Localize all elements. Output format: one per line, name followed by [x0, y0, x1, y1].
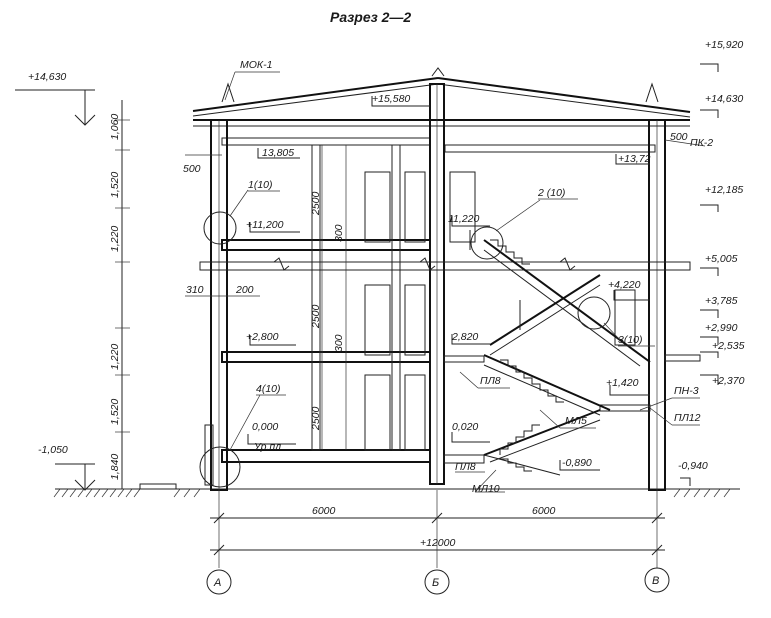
level-mark: +11,200: [246, 219, 284, 231]
ground-line: [53, 483, 740, 498]
small-dim: 500: [670, 131, 688, 143]
element-label: ПЛ12: [674, 412, 701, 424]
storey-dim: 2500: [310, 304, 322, 329]
level-mark: Ур.пл: [253, 441, 281, 453]
level-mark: -0,890: [562, 457, 592, 469]
level-mark: 13,805: [262, 147, 294, 159]
span-dim: 6000: [532, 505, 556, 517]
horizontal-dimension-chain: [210, 490, 665, 568]
vertical-dim: 1,220: [109, 226, 121, 252]
floor-slabs: [199, 239, 691, 464]
detail-callout: 4(10): [256, 383, 281, 395]
wall-axis-b: [429, 83, 445, 485]
level-mark: -1,050: [38, 444, 68, 456]
vertical-dim: 1,220: [109, 344, 121, 370]
right-level-ticks: [680, 63, 719, 486]
level-mark: +4,220: [608, 279, 641, 291]
detail-callout: 1(10): [248, 179, 273, 191]
level-mark: 0,000: [252, 421, 278, 433]
interior-partitions: [311, 144, 636, 451]
detail-callout: 3(10): [618, 334, 643, 346]
level-mark: +2,990: [705, 322, 738, 334]
level-mark: 2,820: [451, 331, 478, 343]
stair-flights: [469, 230, 651, 476]
break-lines: [273, 257, 576, 271]
axis-bubbles: [206, 567, 670, 595]
level-mark: 0,020: [452, 421, 478, 433]
storey-dim: 2500: [310, 191, 322, 216]
detail-circles: [199, 189, 621, 488]
level-mark: +2,535: [712, 340, 745, 352]
level-mark: +5,005: [705, 253, 738, 265]
element-leaders: [224, 71, 706, 493]
left-dimension-chain: [15, 89, 130, 491]
element-label: МЛ10: [472, 483, 500, 495]
roof: [192, 67, 691, 127]
level-mark: +15,920: [705, 39, 743, 51]
axis-label: Б: [432, 577, 439, 589]
element-label: ПК-2: [690, 137, 713, 149]
inner-level-ticks: [247, 96, 650, 471]
level-mark: +14,630: [28, 71, 66, 83]
element-label: ПЛ8: [480, 375, 501, 387]
element-label: МОК-1: [240, 59, 272, 71]
level-mark: +2,370: [712, 375, 745, 387]
level-mark: +12,185: [705, 184, 743, 196]
element-label: ПЛ8: [455, 461, 476, 473]
storey-dim: 300: [333, 224, 345, 242]
storey-dim-line: [321, 145, 347, 450]
element-label: МЛ5: [565, 415, 587, 427]
level-mark: +3,785: [705, 295, 738, 307]
vertical-dim: 1,840: [109, 454, 121, 480]
span-dim: +12000: [420, 537, 455, 549]
storey-dim: 300: [333, 334, 345, 352]
canopy: [664, 354, 701, 362]
axis-label: В: [652, 575, 659, 587]
detail-callout: 2 (10): [537, 187, 565, 199]
level-mark: -0,940: [678, 460, 708, 472]
vertical-dim: 1,060: [109, 114, 121, 140]
small-dim: 200: [235, 284, 254, 296]
small-dim: 500: [183, 163, 201, 175]
level-mark: 11,220: [448, 213, 479, 225]
wall-axis-v: [648, 119, 666, 491]
drawing-title: Разрез 2—2: [330, 9, 411, 25]
level-mark: +15,580: [372, 93, 410, 105]
level-mark: +13,72: [618, 153, 651, 165]
storey-dim: 2500: [310, 406, 322, 431]
axis-label: А: [213, 577, 221, 589]
vertical-dim: 1,520: [109, 399, 121, 425]
level-mark: +1,420: [606, 377, 639, 389]
wall-axis-a: [204, 119, 228, 491]
element-label: ПН-3: [674, 385, 699, 397]
vertical-dim: 1,520: [109, 172, 121, 198]
level-mark: +2,800: [246, 331, 279, 343]
attic-slab: [221, 137, 431, 146]
small-dim: 310: [186, 284, 204, 296]
span-dim: 6000: [312, 505, 336, 517]
level-mark: +14,630: [705, 93, 743, 105]
